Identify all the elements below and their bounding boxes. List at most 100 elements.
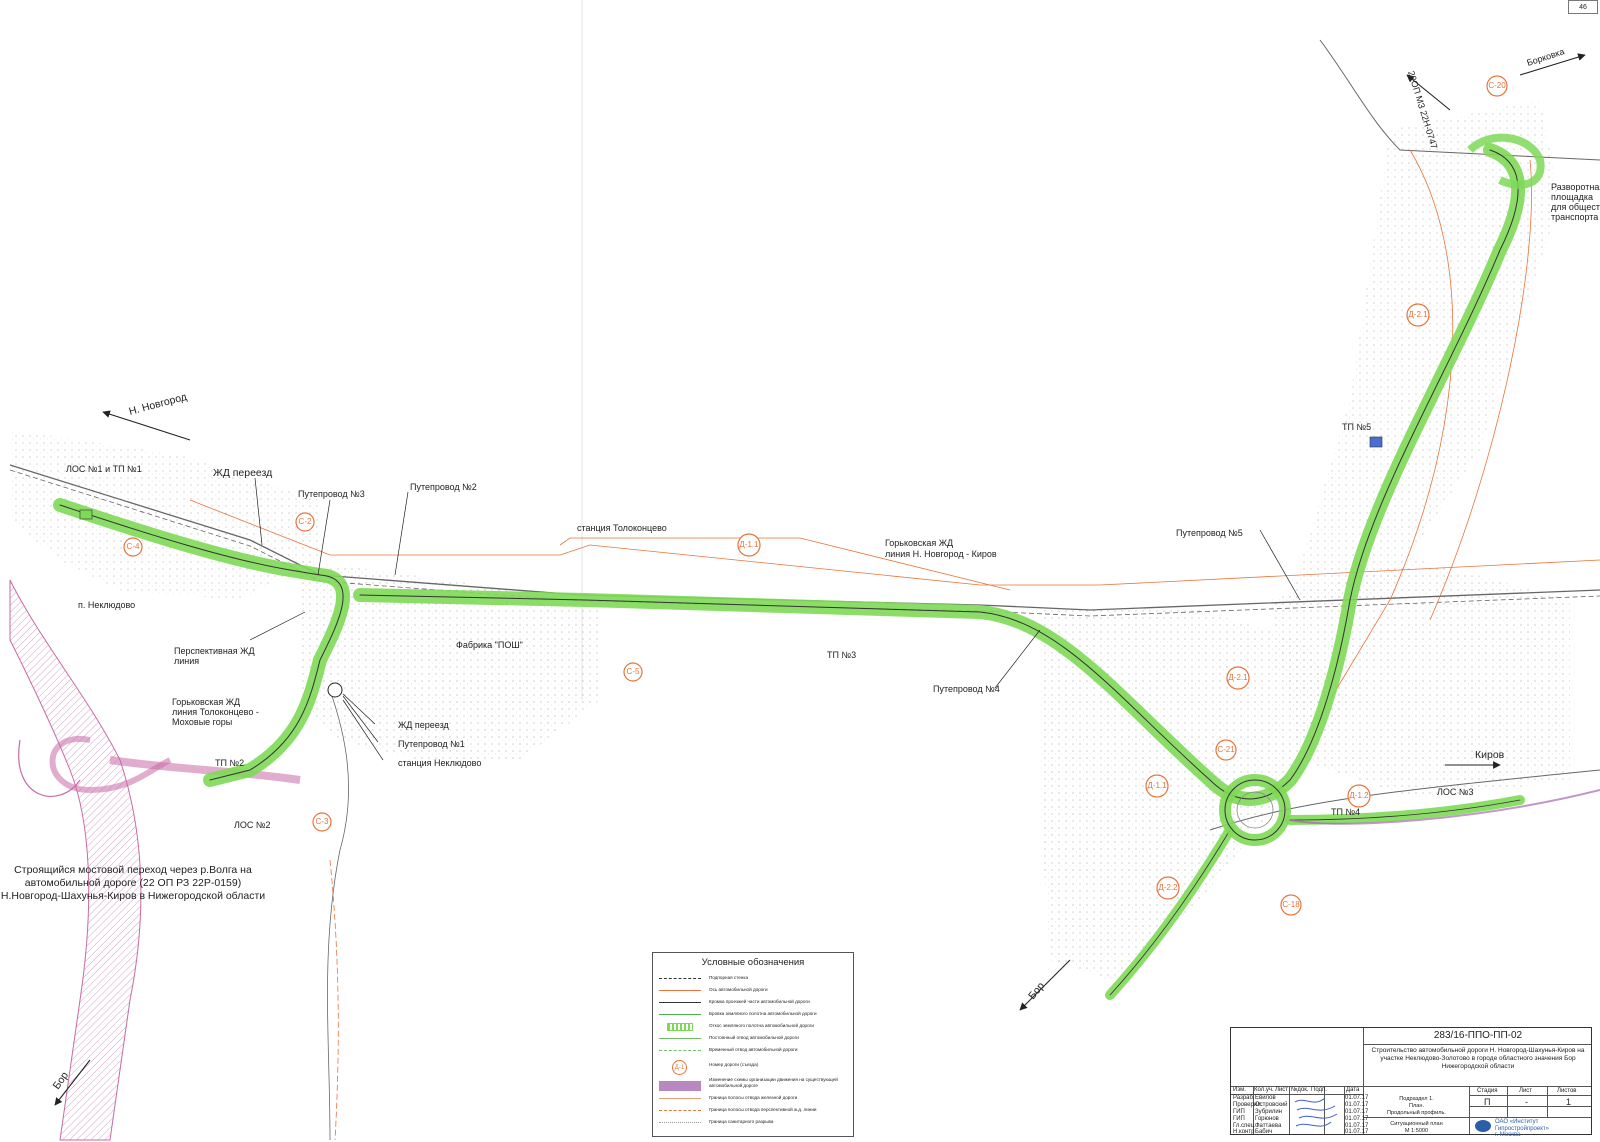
label-line-nn-kirov: линия Н. Новгород - Киров	[885, 549, 997, 559]
legend-swatch-retaining-wall	[659, 973, 701, 983]
legend-text: Граница санитарного разрыва	[709, 1118, 774, 1124]
section-line-1: Подраздел 1.	[1399, 1096, 1434, 1102]
legend-item: Граница санитарного разрыва	[659, 1116, 847, 1127]
arrow-bor-right	[1019, 959, 1071, 1011]
roundabout	[1219, 774, 1291, 846]
legend-text: Номер дороги (съезда)	[709, 1061, 759, 1067]
tag-d22: Д-2.2	[1156, 876, 1180, 900]
label-station-tolokoncevo: станция Толоконцево	[577, 523, 667, 533]
stamp-date: 01.07.17	[1345, 1116, 1369, 1122]
arrow-22op	[1406, 74, 1451, 111]
label-borkovka: Борковка	[1526, 46, 1566, 68]
label-puteprovod4: Путепровод №4	[933, 684, 1000, 694]
legend-swatch-road-tag: Д-1	[659, 1059, 701, 1075]
company-line-1: ОАО «Институт	[1495, 1119, 1539, 1125]
sheet-title-line-1: Ситуационный план	[1390, 1121, 1443, 1127]
stamp-date: 01.07.17	[1345, 1102, 1369, 1108]
section-line-2: План.	[1408, 1103, 1425, 1109]
legend-text: Бровка земляного полотна автомобильной д…	[709, 1010, 817, 1016]
company-line-3: г. Москва	[1495, 1132, 1521, 1138]
tag-c5: С-5	[623, 662, 643, 682]
stamp-name: Зубрилин	[1255, 1109, 1282, 1115]
label-turnaround-2: площадка	[1551, 192, 1593, 202]
label-zhd-pereezd-low: ЖД переезд	[398, 720, 450, 730]
stage-header: Стадия	[1477, 1088, 1498, 1094]
legend-swatch-prospective-boundary	[659, 1105, 701, 1115]
tag-d21-low: Д-2.1	[1226, 666, 1250, 690]
tag-c20: С-20	[1486, 75, 1508, 97]
svg-text:Д-1.1: Д-1.1	[1147, 781, 1167, 790]
sheets-header: Листов	[1557, 1088, 1577, 1094]
tp1-marker	[79, 509, 93, 520]
company-name: ОАО «Институт Гипростройпроект» г. Москв…	[1495, 1119, 1549, 1139]
sheet-title-line-2: М 1:5000	[1404, 1128, 1429, 1134]
label-gork-zhd2-1: Горьковская ЖД	[172, 697, 240, 707]
label-perspektivnaya-2: линия	[174, 656, 199, 666]
sheet-header: Лист	[1519, 1088, 1533, 1094]
label-p-neklyudovo: п. Неклюдово	[78, 600, 135, 610]
legend-item: Кромка проезжей части автомобильной доро…	[659, 996, 847, 1007]
legend-swatch-purple	[659, 1078, 701, 1091]
stamp-role: Проверил	[1233, 1102, 1261, 1108]
arrow-bor-left	[54, 1059, 91, 1106]
legend-item: Временный отвод автомобильной дороги	[659, 1044, 847, 1055]
right-of-way-boundaries	[189, 149, 1600, 1141]
label-station-neklyudovo: станция Неклюдово	[398, 758, 481, 768]
signature-scribbles	[1294, 1097, 1338, 1127]
legend-swatch-axis	[659, 985, 701, 995]
svg-text:С-21: С-21	[1217, 745, 1235, 754]
stamp-date: 01.07.17	[1345, 1123, 1369, 1129]
label-n-novgorod: Н. Новгород	[128, 391, 189, 418]
section-line-3: Продольный профиль.	[1386, 1110, 1447, 1116]
stamp-date: 01.07.17	[1345, 1129, 1369, 1135]
stamp-header-podp: Подп.	[1311, 1087, 1327, 1093]
label-puteprovod3: Путепровод №3	[298, 489, 365, 499]
tp5-marker	[1369, 436, 1383, 448]
tag-d21-top: Д-2.1	[1406, 303, 1430, 327]
label-fabrika: Фабрика "ПОШ"	[456, 640, 523, 650]
svg-text:С-5: С-5	[627, 667, 640, 676]
legend-item: Граница полосы отвода перспективной ж.д.…	[659, 1104, 847, 1115]
svg-text:Д-1.1: Д-1.1	[739, 540, 759, 549]
legend-text: Граница полосы отвода железной дороги	[709, 1094, 798, 1100]
legend-text: Подпорная стенка	[709, 974, 748, 980]
turnaround-area	[1467, 133, 1545, 189]
arrow-n-novgorod	[102, 410, 191, 441]
stamp-header-list: Лист	[1275, 1087, 1289, 1093]
svg-text:Д-1.2: Д-1.2	[1349, 791, 1369, 800]
label-tp4: ТП №4	[1331, 807, 1360, 817]
stamp-header-ndok: №док.	[1291, 1087, 1309, 1093]
arrow-borkovka	[1519, 53, 1586, 76]
legend-item: Ось автомобильной дороги	[659, 984, 847, 995]
tag-d12: Д-1.2	[1347, 784, 1371, 808]
svg-text:Д-2.1: Д-2.1	[1408, 310, 1428, 319]
tp-markers	[79, 436, 1383, 520]
legend-item: Изменение схемы организации движения на …	[659, 1074, 847, 1091]
stamp-header-date: Дата	[1346, 1087, 1360, 1093]
legend-swatch-permanent	[659, 1033, 701, 1043]
label-puteprovod2: Путепровод №2	[410, 482, 477, 492]
label-puteprovod1: Путепровод №1	[398, 739, 465, 749]
label-tp5: ТП №5	[1342, 422, 1371, 432]
legend-text: Постоянный отвод автомобильной дороги	[709, 1034, 799, 1040]
legend-swatch-temporary	[659, 1045, 701, 1055]
legend-text: Ось автомобильной дороги	[709, 986, 768, 992]
terrain-areas	[10, 100, 1570, 980]
label-bridge-1: Строящийся мостовой переход через р.Волг…	[14, 864, 252, 876]
label-tp2: ТП №2	[215, 758, 244, 768]
tag-c21: С-21	[1215, 739, 1237, 761]
label-los1: ЛОС №1 и ТП №1	[66, 464, 142, 474]
tag-d11-low: Д-1.1	[1145, 774, 1169, 798]
title-block: 283/16-ППО-ПП-02 Строительство автомобил…	[1230, 1027, 1592, 1138]
label-gork-zhd2-3: Моховые горы	[172, 717, 232, 727]
project-name: Строительство автомобильной дороги Н. Но…	[1371, 1047, 1585, 1070]
legend-text: Изменение схемы организации движения на …	[709, 1077, 838, 1088]
legend-text: Граница полосы отвода перспективной ж.д.…	[709, 1106, 817, 1112]
legend-swatch-carriageway	[659, 997, 701, 1007]
label-los3: ЛОС №3	[1437, 787, 1474, 797]
legend-item: Откос земляного полотна автомобильной до…	[659, 1020, 847, 1031]
legend-swatch-rail-boundary	[659, 1093, 701, 1103]
main-road	[53, 143, 1600, 1000]
stamp-role: Н.контр	[1233, 1129, 1255, 1135]
svg-text:С-18: С-18	[1282, 900, 1300, 909]
